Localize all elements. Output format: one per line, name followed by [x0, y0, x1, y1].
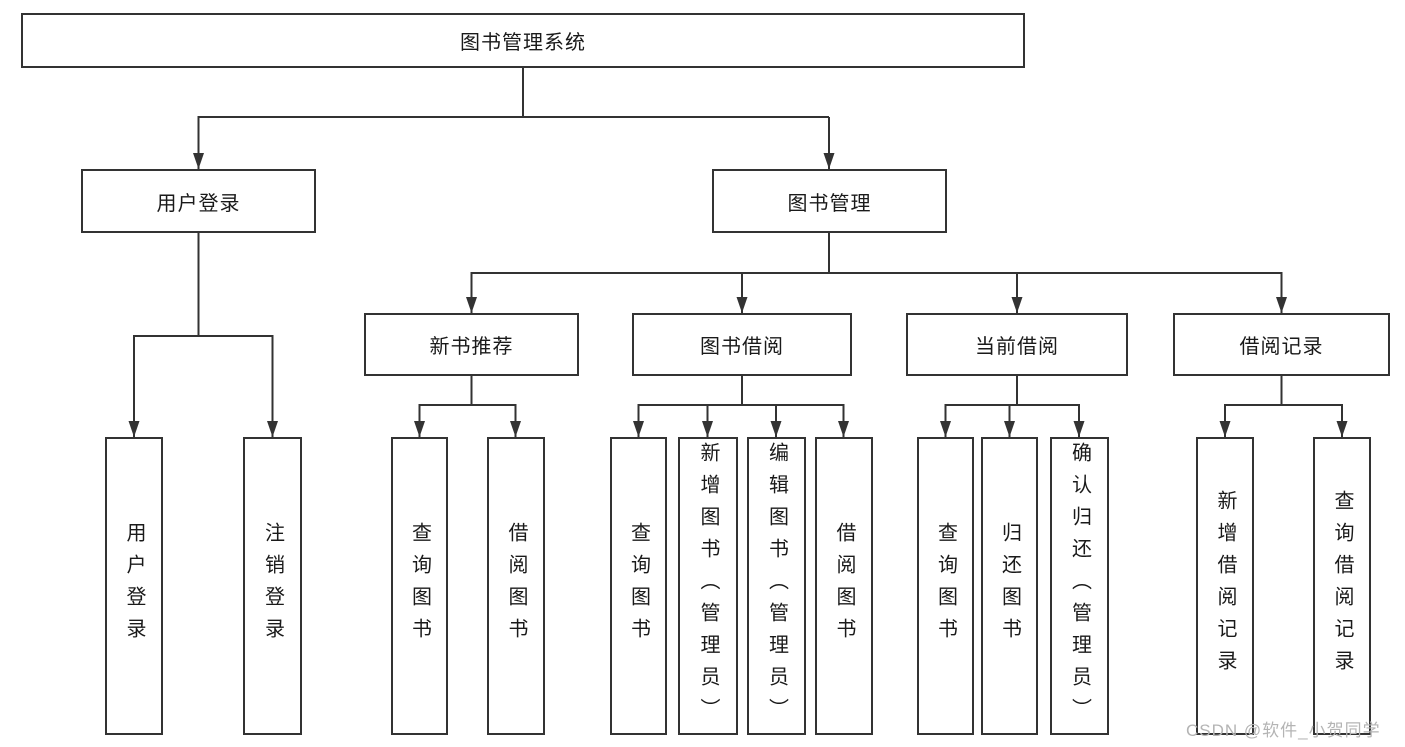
node-logout-action: 注销登录 — [243, 437, 302, 735]
node-book-borrowing: 图书借阅 — [632, 313, 852, 376]
node-borrowing-records: 借阅记录 — [1173, 313, 1390, 376]
node-query-borrow-record: 查询借阅记录 — [1313, 437, 1371, 735]
node-query-books-current: 查询图书 — [917, 437, 974, 735]
node-new-book-recommend: 新书推荐 — [364, 313, 579, 376]
node-query-books-borrowing: 查询图书 — [610, 437, 667, 735]
node-user-login-action: 用户登录 — [105, 437, 163, 735]
node-confirm-return-admin: 确认归还（管理员） — [1050, 437, 1109, 735]
node-book-management-system: 图书管理系统 — [21, 13, 1025, 68]
node-current-borrowing: 当前借阅 — [906, 313, 1128, 376]
node-borrow-books-borrowing: 借阅图书 — [815, 437, 873, 735]
node-add-borrow-record: 新增借阅记录 — [1196, 437, 1254, 735]
node-query-books-recommend: 查询图书 — [391, 437, 448, 735]
node-return-books: 归还图书 — [981, 437, 1038, 735]
watermark: CSDN @软件_小贺同学 — [1186, 721, 1381, 740]
node-add-books-admin: 新增图书（管理员） — [678, 437, 738, 735]
node-book-management: 图书管理 — [712, 169, 947, 233]
node-user-login: 用户登录 — [81, 169, 316, 233]
node-borrow-books-recommend: 借阅图书 — [487, 437, 545, 735]
node-edit-books-admin: 编辑图书（管理员） — [747, 437, 806, 735]
